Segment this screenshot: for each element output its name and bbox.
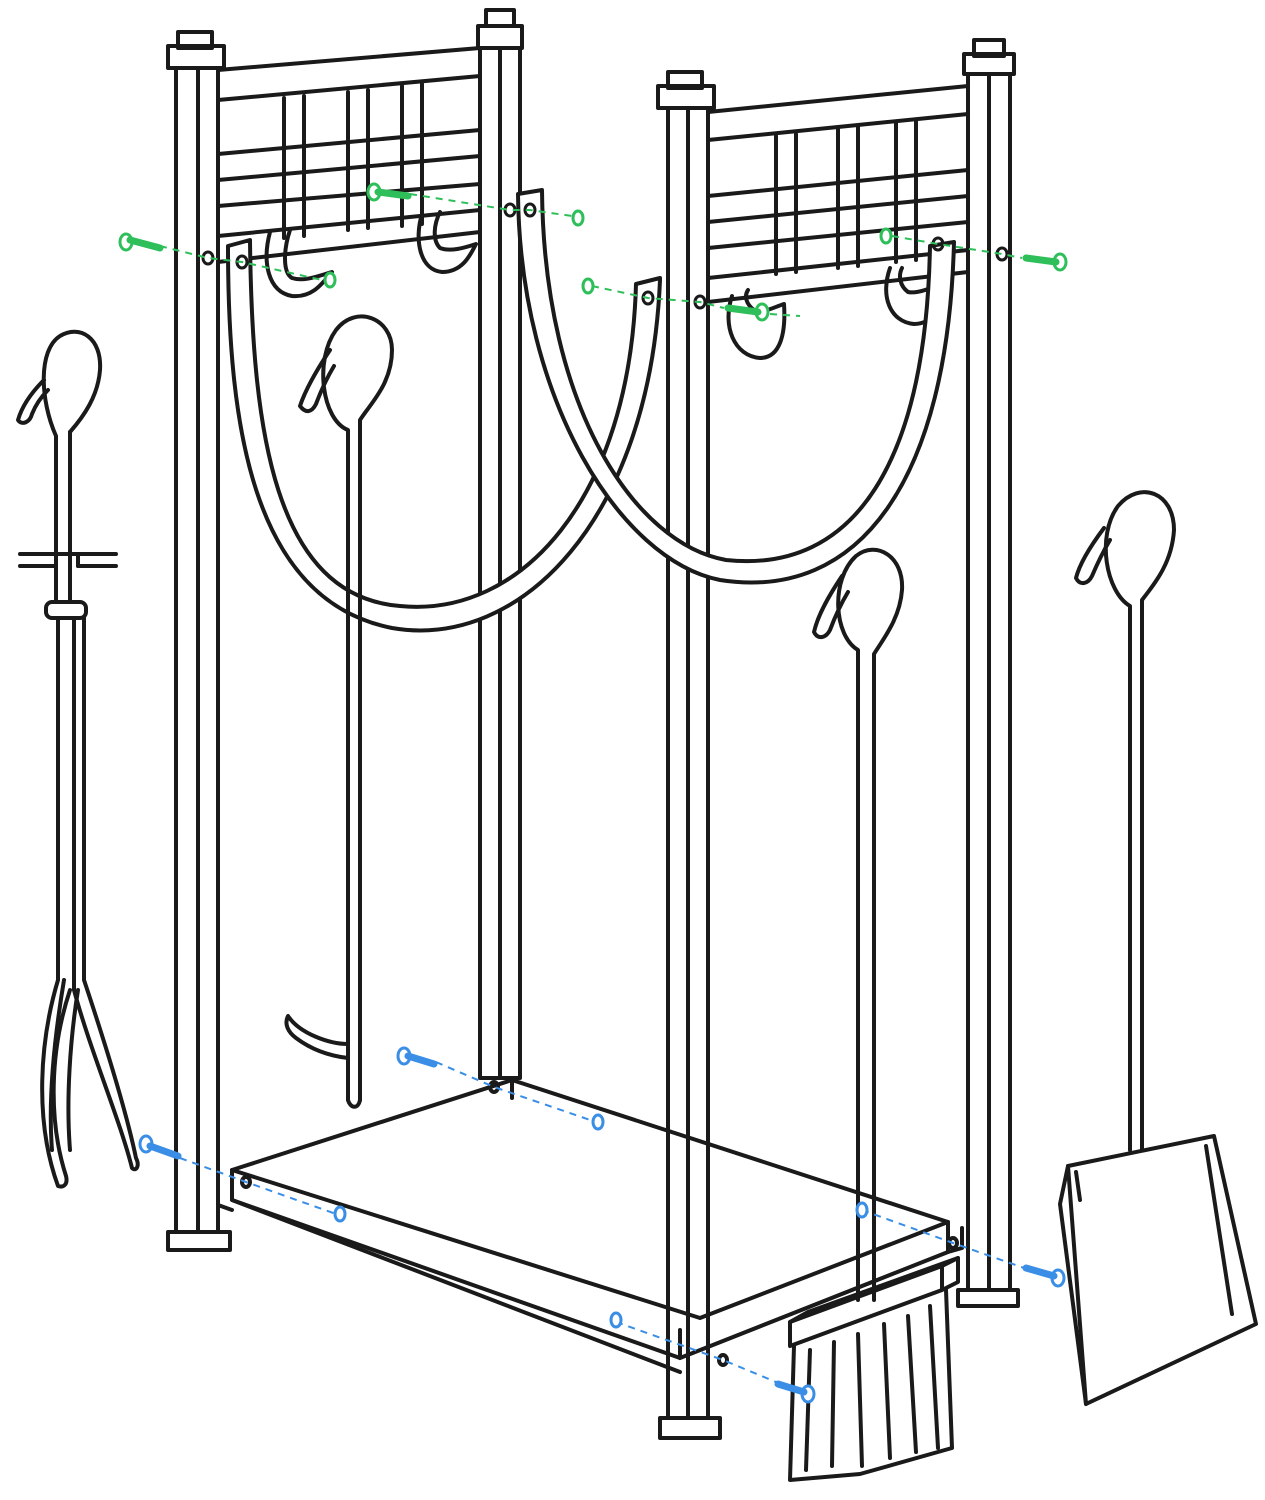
screw-icon	[774, 1380, 816, 1404]
nut-icon	[571, 209, 585, 227]
screw-icon	[118, 232, 164, 252]
post	[166, 30, 232, 1252]
screw-icon	[396, 1046, 438, 1068]
nut-icon	[855, 1201, 869, 1219]
nut-icon	[591, 1113, 605, 1131]
shelf-hole	[240, 1175, 252, 1189]
nut-icon	[323, 271, 337, 289]
poker	[284, 314, 394, 1109]
screw-icon	[1022, 252, 1068, 272]
shelf-hole	[717, 1353, 729, 1367]
strap-hole	[641, 290, 655, 306]
tongs	[16, 329, 140, 1189]
right-side-frame	[656, 38, 1020, 1440]
broom	[788, 547, 960, 1482]
hook	[726, 288, 787, 360]
post	[956, 38, 1020, 1308]
base-shelf	[216, 1078, 964, 1374]
post	[656, 70, 722, 1440]
nut-icon	[333, 1205, 347, 1223]
shovel	[1058, 490, 1258, 1406]
screw-icon	[138, 1134, 182, 1160]
nut-icon	[581, 277, 595, 295]
shelf-hole	[488, 1080, 500, 1094]
strap	[516, 188, 956, 585]
upper-screws	[118, 182, 1068, 322]
hook	[264, 228, 334, 299]
left-side-frame	[166, 8, 524, 1252]
nut-icon	[609, 1311, 623, 1329]
strap	[226, 238, 662, 633]
post	[476, 8, 524, 1080]
screw-icon	[1022, 1264, 1066, 1288]
nut-icon	[879, 227, 893, 245]
hook	[416, 210, 478, 274]
screw-icon	[724, 302, 770, 322]
strap-hole	[523, 202, 537, 218]
shelf-hole	[947, 1236, 959, 1250]
screw-icon	[366, 182, 412, 202]
lower-screws	[138, 1046, 1066, 1404]
log-cradle-straps	[201, 188, 1009, 633]
